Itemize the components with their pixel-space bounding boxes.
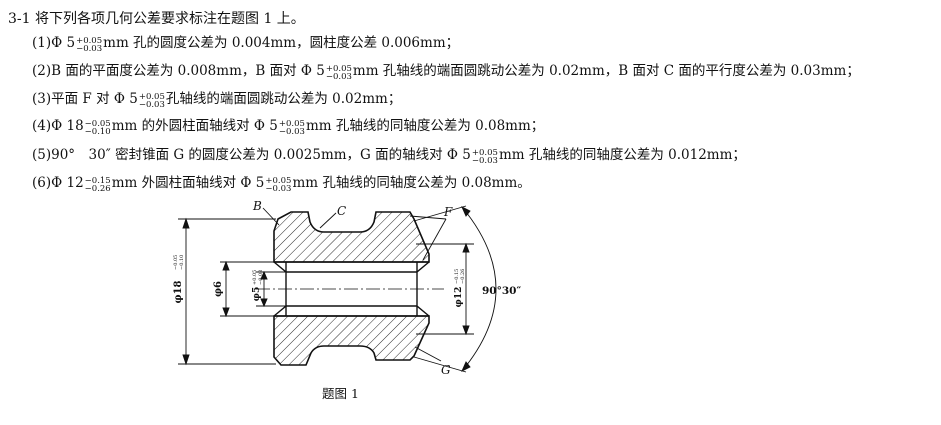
item-number: (4) <box>32 118 52 134</box>
item-text: 孔轴线的端面圆跳动公差为 0.02mm； <box>165 91 402 107</box>
label-g: G <box>441 363 451 377</box>
tolerance-lower: −0.03 <box>471 156 498 166</box>
tolerance: +0.05−0.03 <box>471 148 498 166</box>
tolerance: −0.05−0.10 <box>84 119 111 137</box>
d18-tol-upper: −0.05 <box>173 255 179 270</box>
tolerance-lower: −0.03 <box>325 72 352 82</box>
dimension-d18 <box>178 217 276 366</box>
tolerance-upper: −0.15 <box>84 176 111 186</box>
item-text: 平面 F 对 Φ 5 <box>51 91 138 107</box>
tolerance-upper: +0.05 <box>76 36 103 46</box>
dimension-d5 <box>256 270 286 308</box>
section-lower <box>273 315 430 366</box>
tolerance-lower: −0.03 <box>265 184 292 194</box>
item-number: (6) <box>32 175 52 191</box>
angle-label: 90°30″ <box>482 285 521 297</box>
figure-caption: 题图 1 <box>322 386 359 401</box>
item-text: mm 孔的圆度公差为 0.004mm，圆柱度公差 0.006mm； <box>103 35 460 51</box>
d18-tol-lower: −0.10 <box>179 255 185 270</box>
d12-label: φ12 <box>454 287 464 308</box>
tolerance: +0.05−0.03 <box>325 64 352 82</box>
d5-tol-lower: −0.03 <box>258 270 264 285</box>
d5-label: φ5 <box>252 287 262 301</box>
dimension-d12 <box>416 242 474 336</box>
item-text: mm 孔轴线的同轴度公差为 0.08mm。 <box>292 175 531 191</box>
item-number: (5) <box>32 147 52 163</box>
item-text: B 面的平面度公差为 0.008mm，B 面对 Φ 5 <box>51 63 325 79</box>
d6-label: φ6 <box>213 281 224 297</box>
item-text: mm 外圆柱面轴线对 Φ 5 <box>111 175 265 191</box>
item-text: Φ 5 <box>51 35 76 51</box>
label-c: C <box>337 204 346 218</box>
d5-tol-upper: +0.05 <box>252 270 258 285</box>
item-text: mm 的外圆柱面轴线对 Φ 5 <box>111 118 278 134</box>
item-text: 90° 30″ 密封锥面 G 的圆度公差为 0.0025mm，G 面的轴线对 Φ… <box>51 147 471 163</box>
requirement-item: (2)B 面的平面度公差为 0.008mm，B 面对 Φ 5+0.05−0.03… <box>32 63 860 81</box>
problem-heading: 3-1 将下列各项几何公差要求标注在题图 1 上。 <box>8 11 305 27</box>
tolerance-upper: +0.05 <box>278 119 305 129</box>
item-text: Φ 12 <box>51 175 84 191</box>
tolerance-lower: −0.03 <box>278 127 305 137</box>
d12-tol-upper: −0.15 <box>454 269 460 284</box>
tolerance: +0.05−0.03 <box>138 92 165 110</box>
d12-tol-lower: −0.26 <box>460 269 466 284</box>
item-text: Φ 18 <box>51 118 84 134</box>
tolerance-lower: −0.10 <box>84 127 111 137</box>
d18-label: φ18 <box>173 280 184 303</box>
requirement-item: (5)90° 30″ 密封锥面 G 的圆度公差为 0.0025mm，G 面的轴线… <box>32 147 746 165</box>
tolerance: −0.15−0.26 <box>84 176 111 194</box>
label-b: B <box>252 199 262 213</box>
tolerance-upper: −0.05 <box>84 119 111 129</box>
label-f: F <box>443 205 453 219</box>
item-number: (2) <box>32 63 52 79</box>
item-number: (3) <box>32 91 52 107</box>
tolerance: +0.05−0.03 <box>265 176 292 194</box>
item-text: mm 孔轴线的同轴度公差为 0.08mm； <box>305 118 545 134</box>
leader-lines <box>262 207 447 362</box>
tolerance-upper: +0.05 <box>325 64 352 74</box>
tolerance-lower: −0.03 <box>138 100 165 110</box>
item-text: mm 孔轴线的端面圆跳动公差为 0.02mm，B 面对 C 面的平行度公差为 0… <box>352 63 860 79</box>
item-number: (1) <box>32 35 52 51</box>
tolerance-upper: +0.05 <box>138 92 165 102</box>
tolerance: +0.05−0.03 <box>76 36 103 54</box>
tolerance-lower: −0.26 <box>84 184 111 194</box>
dimension-d6 <box>220 260 274 318</box>
tolerance-upper: +0.05 <box>471 148 498 158</box>
item-text: mm 孔轴线的同轴度公差为 0.012mm； <box>498 147 746 163</box>
tolerance-upper: +0.05 <box>265 176 292 186</box>
dimension-angle <box>413 205 497 373</box>
tolerance: +0.05−0.03 <box>278 119 305 137</box>
section-upper <box>273 211 430 263</box>
tolerance-lower: −0.03 <box>76 44 103 54</box>
